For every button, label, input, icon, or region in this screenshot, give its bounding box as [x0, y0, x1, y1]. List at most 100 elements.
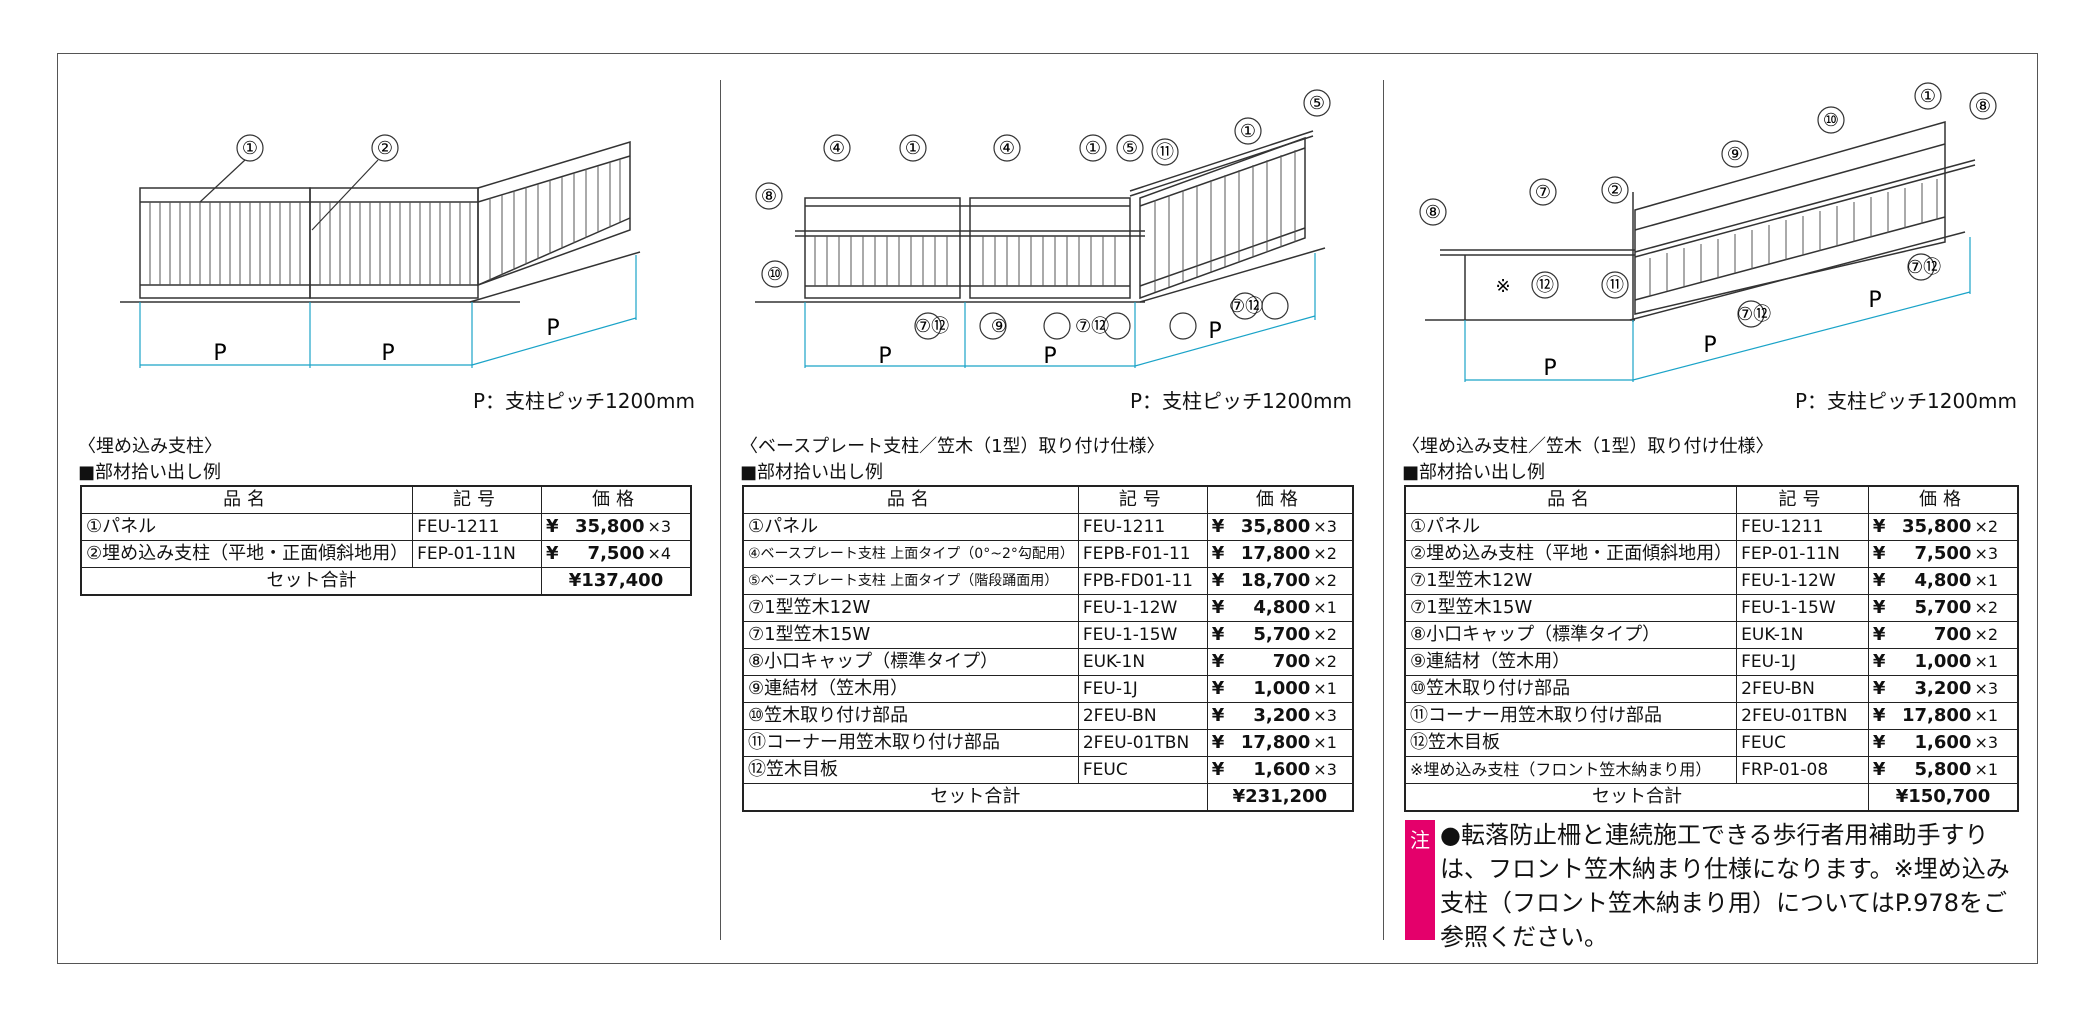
item-name: ⑦1型笠木12W	[1404, 567, 1738, 595]
section-subtitle: ■部材拾い出し例	[740, 462, 884, 483]
item-code: FRP-01-08	[1736, 756, 1869, 784]
note-text: ●転落防止柵と連続施工できる歩行者用補助手すりは、フロント笠木納まり仕様になりま…	[1440, 821, 2010, 951]
section-title: 〈埋め込み支柱〉	[78, 436, 222, 457]
pitch-p: P	[381, 341, 394, 366]
column-divider	[1383, 80, 1384, 940]
total-price: ¥231,200	[1206, 783, 1354, 812]
callout: ①	[1085, 138, 1101, 159]
item-code: EUK-1N	[1736, 621, 1869, 649]
item-code: EUK-1N	[1077, 648, 1208, 676]
item-price: ¥4,800×1	[1867, 567, 2019, 595]
item-code: FEU-1-12W	[1077, 594, 1208, 622]
table-header: 品名 記号 価格	[80, 485, 692, 514]
table-row: ⑤ベースプレート支柱 上面タイプ（階段踊面用）FPB-FD01-11¥18,70…	[742, 567, 1354, 595]
header-price: 価格	[1867, 485, 2019, 514]
item-price: ¥4,800×1	[1206, 594, 1354, 622]
header-name: 品名	[1404, 485, 1738, 514]
callout: ②	[1607, 180, 1623, 201]
item-price: ¥5,700×2	[1206, 621, 1354, 649]
item-name: ②埋め込み支柱（平地・正面傾斜地用）	[1404, 540, 1738, 568]
item-price: ¥1,600×3	[1867, 729, 2019, 757]
section-subtitle: ■部材拾い出し例	[78, 462, 222, 483]
section-title: 〈ベースプレート支柱／笠木（1型）取り付け仕様〉	[740, 436, 1165, 457]
callout: ※	[1495, 276, 1510, 297]
item-name: ⑩笠木取り付け部品	[742, 702, 1079, 730]
table-row: ※埋め込み支柱（フロント笠木納まり用）FRP-01-08¥5,800×1	[1404, 756, 2019, 784]
callout: ④	[999, 138, 1015, 159]
item-price: ¥17,800×2	[1206, 540, 1354, 568]
header-code: 記号	[1077, 485, 1208, 514]
item-price: ¥3,200×3	[1867, 675, 2019, 703]
pitch-p: P	[1208, 319, 1221, 344]
item-price: ¥7,500×3	[1867, 540, 2019, 568]
item-name: ⑩笠木取り付け部品	[1404, 675, 1738, 703]
callout: ①	[1920, 86, 1936, 107]
item-price: ¥17,800×1	[1206, 729, 1354, 757]
total-label: セット合計	[742, 783, 1208, 812]
total-label: セット合計	[1404, 783, 1869, 812]
item-name: ①パネル	[742, 513, 1079, 541]
item-code: FEUC	[1736, 729, 1869, 757]
callout: ⑧	[761, 186, 777, 207]
header-price: 価格	[540, 485, 692, 514]
callout: ①	[905, 138, 921, 159]
item-price: ¥5,700×2	[1867, 594, 2019, 622]
item-name: ⑦1型笠木15W	[1404, 594, 1738, 622]
item-price: ¥3,200×3	[1206, 702, 1354, 730]
callout: ⑪	[1606, 275, 1624, 296]
item-price: ¥5,800×1	[1867, 756, 2019, 784]
callout: ⑦⑫	[1229, 296, 1263, 317]
pitch-p: P	[878, 344, 891, 369]
callout: ①	[1240, 121, 1256, 142]
callout: ⑦⑫	[1907, 257, 1941, 278]
callout: ⑧	[1975, 96, 1991, 117]
item-code: FEU-1J	[1736, 648, 1869, 676]
item-code: FEU-1J	[1077, 675, 1208, 703]
table-header: 品名 記号 価格	[1404, 485, 2019, 514]
section-title: 〈埋め込み支柱／笠木（1型）取り付け仕様〉	[1402, 436, 1774, 457]
item-code: 2FEU-BN	[1736, 675, 1869, 703]
pitch-note: P：支柱ピッチ1200mm	[473, 389, 695, 413]
total-row: セット合計 ¥231,200	[742, 783, 1354, 812]
item-price: ¥35,800×3	[1206, 513, 1354, 541]
pitch-note: P：支柱ピッチ1200mm	[1130, 389, 1352, 413]
callout: ⑪	[1156, 142, 1174, 163]
item-name: ⑪コーナー用笠木取り付け部品	[1404, 702, 1738, 730]
item-code: FEU-1-15W	[1736, 594, 1869, 622]
table-row: ④ベースプレート支柱 上面タイプ（0°~2°勾配用）FEPB-F01-11¥17…	[742, 540, 1354, 568]
item-name: ①パネル	[1404, 513, 1738, 541]
callout: ⑫	[1536, 275, 1554, 296]
item-price: ¥17,800×1	[1867, 702, 2019, 730]
pitch-p: P	[1703, 333, 1716, 358]
parts-table: 品名 記号 価格 ①パネル FEU-1211 ¥35,800×3 ②埋め込み支柱…	[80, 485, 692, 596]
total-row: セット合計 ¥137,400	[80, 567, 692, 596]
item-code: 2FEU-01TBN	[1736, 702, 1869, 730]
table-row: ⑧小口キャップ（標準タイプ）EUK-1N¥700×2	[742, 648, 1354, 676]
page-frame	[57, 53, 2038, 964]
item-price: ¥1,600×3	[1206, 756, 1354, 784]
table-row: ⑨連結材（笠木用）FEU-1J¥1,000×1	[742, 675, 1354, 703]
item-code: FEPB-F01-11	[1077, 540, 1208, 568]
item-code: FEU-1211	[412, 513, 542, 541]
table-row: ⑨連結材（笠木用）FEU-1J¥1,000×1	[1404, 648, 2019, 676]
section-subtitle: ■部材拾い出し例	[1402, 462, 1546, 483]
callout: ⑧	[1425, 202, 1441, 223]
callout: ⑤	[1309, 93, 1325, 114]
item-name: ④ベースプレート支柱 上面タイプ（0°~2°勾配用）	[742, 540, 1079, 568]
callout: ⑦	[1535, 182, 1551, 203]
item-code: FEUC	[1077, 756, 1208, 784]
item-name: ⑨連結材（笠木用）	[1404, 648, 1738, 676]
callout: ⑨	[1727, 144, 1743, 165]
item-code: FEU-1211	[1077, 513, 1208, 541]
item-name: ②埋め込み支柱（平地・正面傾斜地用）	[80, 540, 414, 568]
item-price: ¥35,800×2	[1867, 513, 2019, 541]
